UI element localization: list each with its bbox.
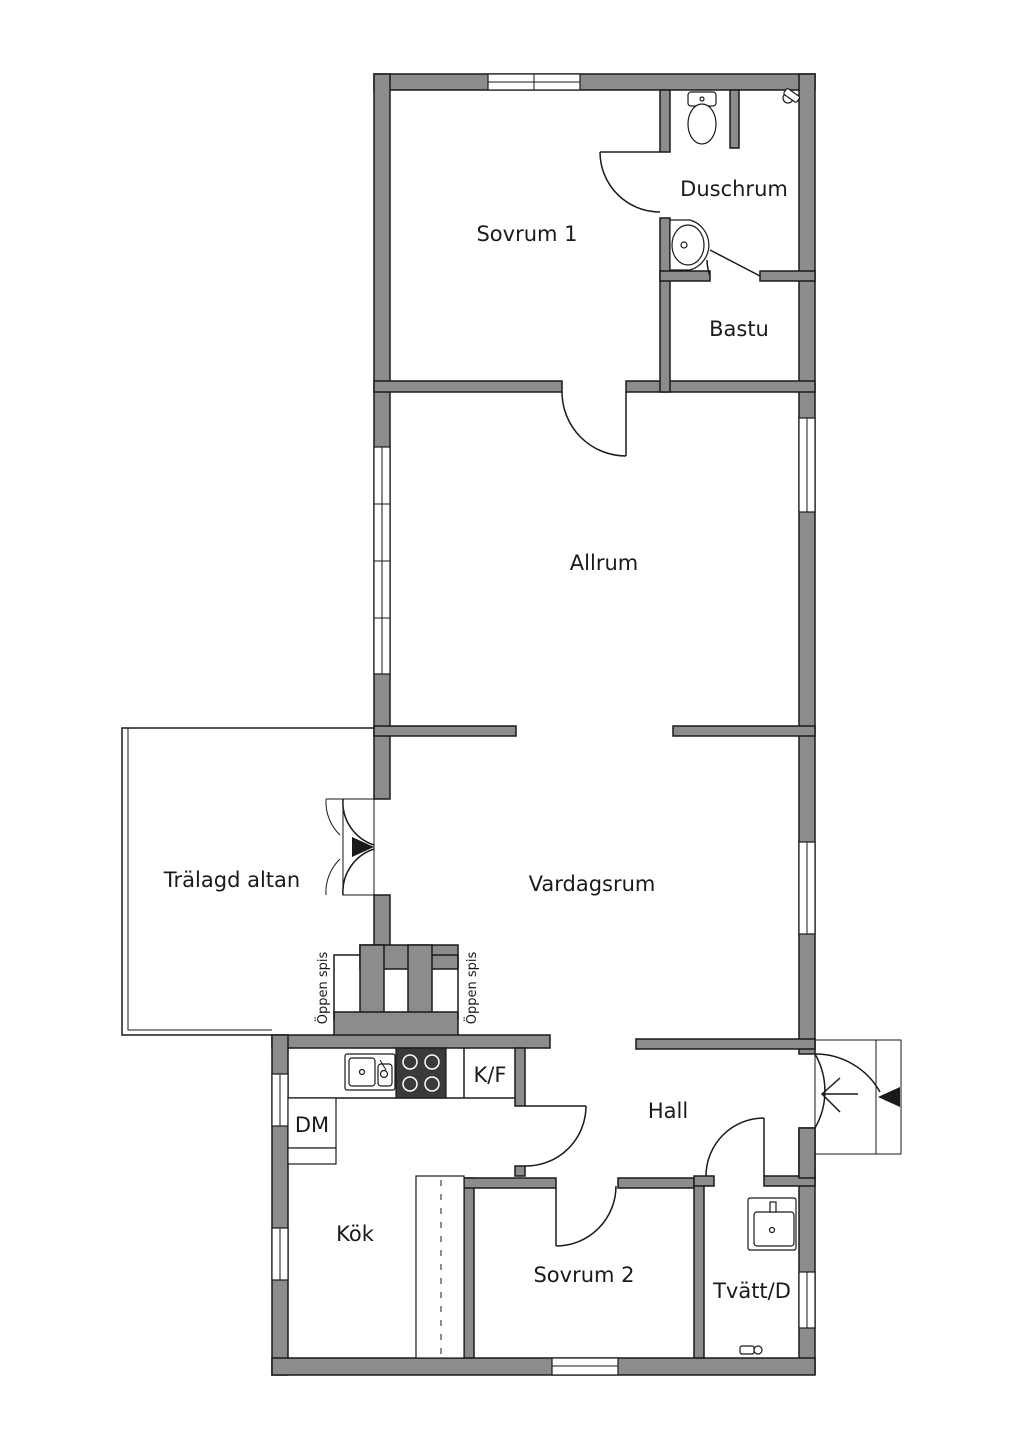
room-label-sovrum1: Sovrum 1 <box>476 222 577 246</box>
door-kitchen-hall <box>524 1105 587 1167</box>
window-kitchen-upper <box>271 1073 289 1127</box>
window-allrum-right <box>798 417 816 513</box>
door-terrace <box>325 798 375 896</box>
stove-icon <box>395 1047 447 1099</box>
room-label-sovrum2: Sovrum 2 <box>533 1263 634 1287</box>
terrace-outline <box>121 727 374 1036</box>
doors <box>325 151 902 1247</box>
fireplace-left-label: Öppen spis <box>314 952 331 1025</box>
fireplace-right-outline <box>432 954 459 1020</box>
fireplace-right-label: Öppen spis <box>463 952 480 1025</box>
dishwasher-label: DM <box>295 1113 329 1137</box>
bathroom-sink-icon <box>669 219 710 271</box>
window-kitchen-lower <box>271 1227 289 1281</box>
door-sovrum1-bath <box>599 151 661 213</box>
dishwasher-unit <box>287 1097 337 1165</box>
door-tvatt <box>705 1117 765 1177</box>
door-allrum-sovrum1 <box>561 391 627 457</box>
kitchen-sink-icon <box>344 1053 396 1091</box>
labels: Sovrum 1 Duschrum Bastu Allrum Vardagsru… <box>163 177 791 1303</box>
door-entrance <box>814 1039 902 1155</box>
laundry-sink-icon <box>747 1197 797 1251</box>
window-allrum-left <box>373 446 391 675</box>
fireplace-left-outline <box>333 954 360 1020</box>
room-label-bastu: Bastu <box>709 317 769 341</box>
door-sovrum2 <box>555 1185 617 1247</box>
room-label-tvatt: Tvätt/D <box>712 1279 791 1303</box>
room-label-kok: Kök <box>336 1222 375 1246</box>
shower-head-icon <box>782 88 801 104</box>
kitchen-island <box>415 1175 465 1359</box>
room-label-hall: Hall <box>648 1099 688 1123</box>
walls <box>271 73 816 1376</box>
room-label-vardagsrum: Vardagsrum <box>529 872 656 896</box>
floor-drain-icon <box>739 1345 763 1355</box>
room-label-altan: Trälagd altan <box>163 868 300 892</box>
toilet-icon <box>687 91 717 145</box>
room-label-allrum: Allrum <box>570 551 638 575</box>
fridge-freezer-label: K/F <box>474 1063 507 1087</box>
window-tvatt <box>798 1271 816 1329</box>
window-sovrum2 <box>551 1357 619 1376</box>
window-top <box>487 73 581 91</box>
window-vardagsrum-right <box>798 841 816 935</box>
room-label-duschrum: Duschrum <box>680 177 788 201</box>
windows <box>271 73 816 1376</box>
door-bastu <box>706 249 761 277</box>
